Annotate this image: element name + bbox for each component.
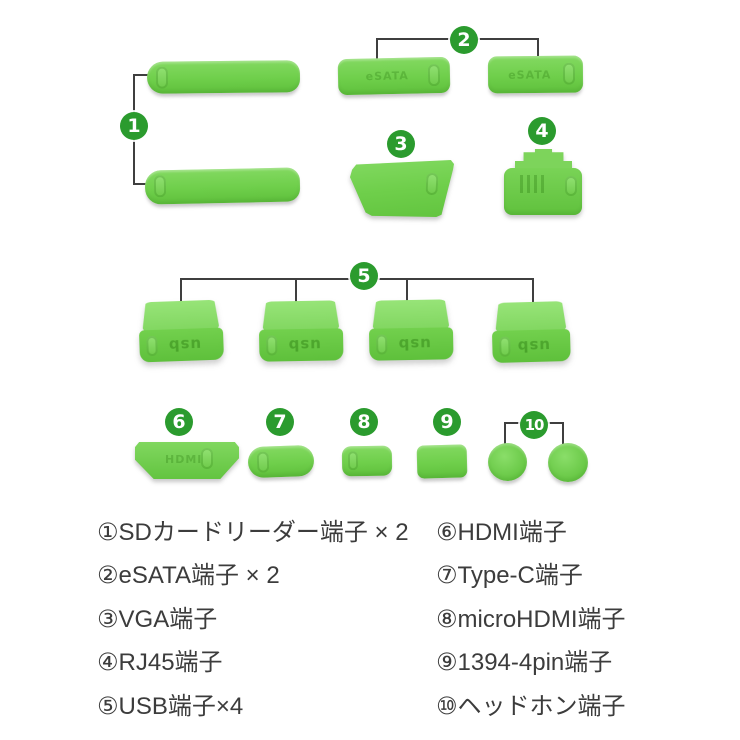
rj45-plug — [504, 149, 582, 215]
hdmi-plug-body: HDMI — [135, 442, 239, 479]
sd-card-plug-2 — [144, 167, 301, 205]
callout-badge-8: 8 — [350, 408, 378, 436]
pull-tab — [427, 64, 441, 87]
usb-plug-front-face: usb — [138, 327, 225, 363]
pull-tab — [266, 335, 278, 356]
pull-tab — [146, 335, 158, 357]
legend-item-3: ③VGA端子 — [97, 605, 218, 633]
callout-line-10-right-drop — [562, 422, 564, 445]
pull-tab — [562, 62, 576, 85]
headphone-plug-2 — [548, 443, 588, 482]
legend-item-7: ⑦Type-C端子 — [436, 562, 583, 590]
legend-right-column: ⑥HDMI端子 ⑦Type-C端子 ⑧microHDMI端子 ⑨1394-4pi… — [436, 511, 626, 728]
callout-badge-2: 2 — [450, 26, 478, 54]
legend-item-6: ⑥HDMI端子 — [436, 519, 567, 546]
legend-item-9: ⑨1394-4pin端子 — [436, 649, 613, 677]
usb-plug-front-face: usb — [368, 327, 454, 361]
pull-tab — [376, 334, 388, 355]
callout-badge-7: 7 — [266, 408, 294, 436]
callout-badge-5: 5 — [350, 262, 378, 290]
legend-item-1: ①SDカードリーダー端子 × 2 — [97, 519, 409, 546]
usb-plug-4: usb — [491, 301, 571, 364]
pull-tab — [155, 66, 169, 89]
callout-badge-1: 1 — [120, 112, 148, 140]
callout-badge-4: 4 — [528, 117, 556, 145]
vga-plug — [350, 160, 454, 217]
esata-plug-1: eSATA — [337, 56, 451, 96]
micro-hdmi-plug — [341, 445, 393, 477]
esata-plug-2: eSATA — [487, 55, 584, 94]
callout-line-10-left-drop — [504, 422, 506, 445]
vga-plug-body — [350, 160, 454, 217]
usb-plug-2: usb — [258, 300, 344, 362]
esata-emboss-label: eSATA — [365, 69, 410, 84]
hdmi-plug: HDMI — [135, 442, 239, 479]
legend-item-8: ⑧microHDMI端子 — [436, 605, 626, 633]
firewire-1394-plug — [416, 444, 468, 479]
callout-line-5-drop-2 — [295, 278, 297, 306]
callout-line-5-drop-4 — [532, 278, 534, 305]
pull-tab — [347, 451, 359, 471]
legend-item-10: ⑩ヘッドホン端子 — [436, 692, 626, 720]
sd-card-plug-1 — [146, 60, 301, 94]
callout-badge-9: 9 — [433, 408, 461, 436]
usb-emboss-label: usb — [516, 336, 551, 356]
usb-plug-3: usb — [368, 299, 454, 361]
pull-tab — [425, 172, 439, 196]
callout-line-1-bottom — [133, 183, 153, 185]
callout-line-2-left-drop — [376, 38, 378, 61]
usb-emboss-label: usb — [396, 334, 431, 354]
callout-line-5-drop-1 — [180, 278, 182, 306]
rj45-ridges — [520, 175, 548, 193]
rj45-clip-bump — [515, 149, 572, 172]
callout-line-2-right-drop — [537, 38, 539, 58]
headphone-plug-1 — [488, 443, 527, 481]
pull-tab — [153, 175, 167, 198]
callout-badge-3: 3 — [387, 130, 415, 158]
legend-item-2: ②eSATA端子 × 2 — [97, 562, 280, 590]
legend-item-5: ⑤USB端子×4 — [97, 692, 244, 720]
hdmi-emboss-label: HDMI — [165, 453, 203, 466]
pull-tab — [256, 451, 270, 473]
callout-badge-10: 10 — [520, 411, 548, 439]
callout-badge-6: 6 — [165, 408, 193, 436]
legend-left-column: ①SDカードリーダー端子 × 2 ②eSATA端子 × 2 ③VGA端子 ④RJ… — [97, 511, 409, 728]
rj45-plug-body — [504, 168, 582, 215]
pull-tab — [499, 336, 511, 357]
esata-emboss-label: eSATA — [508, 67, 552, 82]
pull-tab — [201, 448, 213, 469]
pull-tab — [565, 176, 577, 196]
usb-emboss-label: usb — [286, 335, 321, 355]
usb-plug-front-face: usb — [258, 328, 344, 362]
usb-emboss-label: usb — [167, 335, 201, 355]
legend-item-4: ④RJ45端子 — [97, 649, 223, 677]
callout-line-5-drop-3 — [406, 278, 408, 305]
usb-plug-1: usb — [138, 300, 225, 363]
usb-plug-front-face: usb — [491, 328, 571, 364]
callout-line-1-top — [133, 74, 153, 76]
usb-c-plug — [247, 444, 315, 479]
